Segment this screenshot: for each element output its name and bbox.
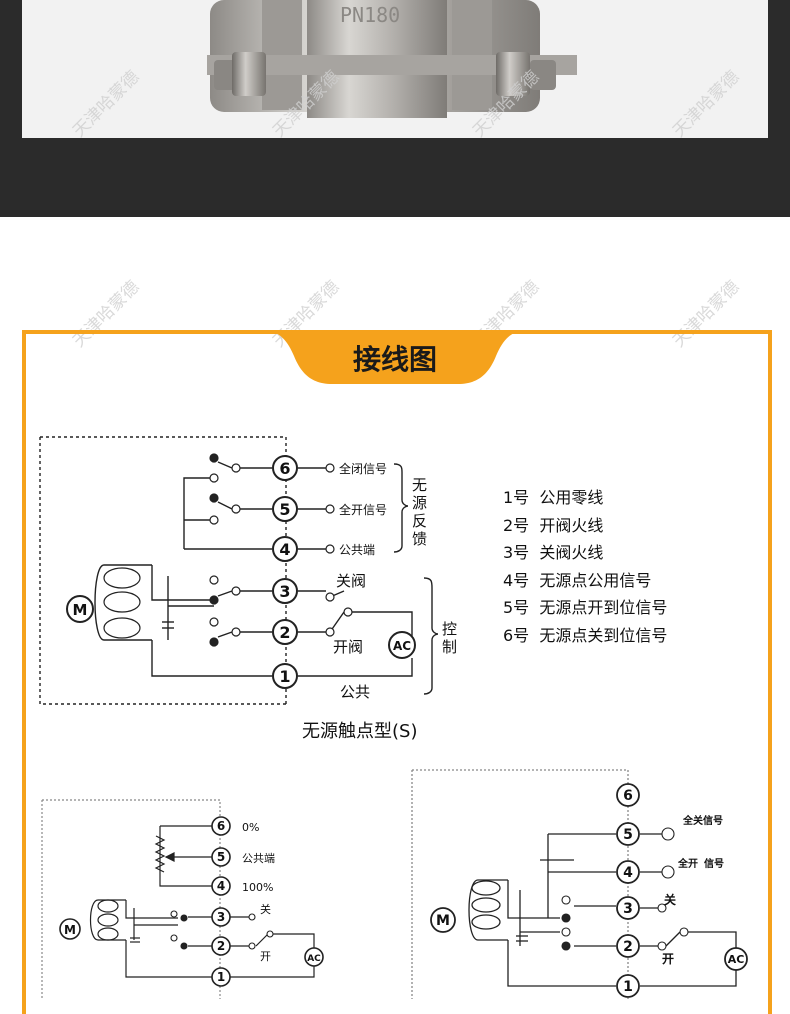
terminal-label: 2 [279, 623, 290, 642]
label-full-close-signal: 全关信号 [682, 814, 723, 827]
label-0-percent: 0% [242, 821, 259, 834]
label-common: 公共端 [339, 543, 375, 557]
label-full-open: 全开信号 [339, 502, 387, 517]
terminal-label: 4 [217, 879, 225, 893]
terminal-label: 4 [279, 540, 290, 559]
terminal-1 [272, 663, 298, 689]
terminal-label: 3 [217, 910, 225, 924]
motor-label: M [436, 913, 450, 929]
ac-source [388, 631, 416, 659]
legend-item: 1号 公用零线 [503, 488, 604, 507]
terminal-label: 5 [623, 827, 633, 843]
label-open: 开 [260, 950, 271, 963]
motor-label: M [64, 923, 76, 937]
legend-item: 6号 无源点关到位信号 [503, 625, 668, 645]
label-close: 关 [664, 892, 676, 907]
label-signal: 信号 [704, 857, 724, 870]
feedback-char: 源 [412, 494, 427, 512]
terminal-6 [272, 455, 298, 481]
label-common: 公共端 [242, 852, 275, 865]
terminal-3 [272, 578, 298, 604]
legend: 1号 公用零线 2号 开阀火线 3号 关阀火线 4号 无源点公用信号 5号 无源… [503, 484, 667, 649]
motor-label: M [73, 601, 88, 619]
label-public: 公共 [340, 683, 370, 701]
terminal-label: 3 [623, 901, 633, 917]
label-100-percent: 100% [242, 881, 273, 894]
terminal-label: 1 [217, 970, 225, 984]
ac-label: AC [307, 954, 321, 964]
feedback-char: 反 [412, 512, 427, 530]
terminal-label: 6 [279, 459, 290, 478]
terminal-label: 2 [623, 939, 633, 955]
terminal-label: 5 [217, 850, 225, 864]
legend-item: 2号 开阀火线 [503, 515, 604, 535]
terminal-2 [272, 619, 298, 645]
control-char: 控 [442, 620, 457, 638]
ac-label: AC [393, 639, 411, 653]
valve-photo: PN180 [22, 0, 768, 138]
terminal-label: 6 [623, 788, 633, 804]
title-tab [262, 330, 528, 384]
control-char: 制 [442, 638, 457, 656]
diagram-caption: 无源触点型(S) [302, 721, 417, 742]
label-full-close: 全闭信号 [339, 461, 387, 476]
feedback-char: 馈 [412, 530, 427, 548]
label-close-valve: 关阀 [336, 572, 366, 590]
label-open-valve: 开阀 [333, 638, 363, 656]
legend-item: 4号 无源点公用信号 [503, 570, 652, 590]
top-band: PN180 [0, 0, 790, 217]
label-close: 关 [260, 902, 271, 916]
terminal-5 [272, 496, 298, 522]
valve-stamp: PN180 [340, 3, 400, 27]
motor-symbol [66, 595, 94, 623]
terminal-label: 3 [279, 582, 290, 601]
legend-item: 5号 无源点开到位信号 [503, 598, 668, 617]
terminal-4 [272, 536, 298, 562]
feedback-char: 无 [412, 476, 427, 494]
terminal-label: 2 [217, 939, 225, 953]
terminal-label: 6 [217, 819, 225, 833]
terminal-label: 1 [279, 667, 290, 686]
valve-drawing: PN180 [207, 0, 577, 118]
terminal-label: 1 [623, 979, 633, 995]
ac-label: AC [728, 953, 745, 966]
terminal-label: 4 [623, 865, 633, 881]
terminal-label: 5 [279, 500, 290, 519]
legend-item: 3号 关阀火线 [503, 543, 604, 562]
page-title: 接线图 [352, 343, 437, 376]
label-full-open: 全开 [677, 857, 698, 870]
label-open: 开 [662, 952, 674, 966]
